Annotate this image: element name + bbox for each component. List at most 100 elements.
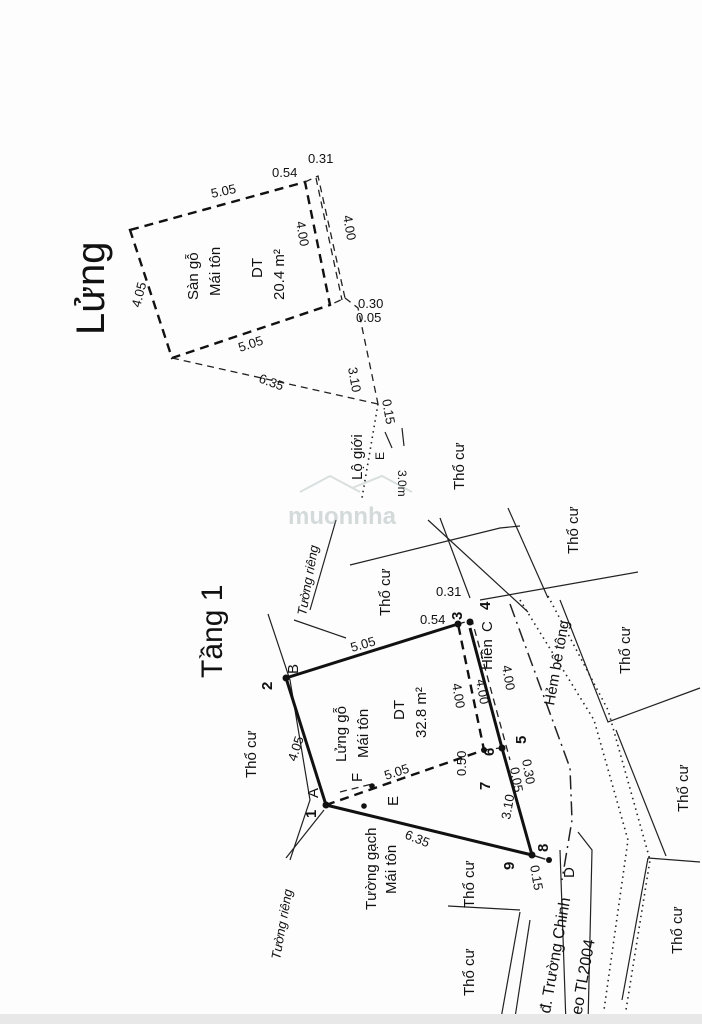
t1-area-value: 32.8 m² — [413, 687, 430, 738]
tho-cu-2: Thổ cư — [565, 506, 582, 554]
neighbor-line-4 — [439, 517, 471, 599]
vertex-E — [361, 803, 367, 809]
neighbor-line-8 — [647, 857, 701, 863]
vertex-4 — [466, 618, 474, 626]
t1-dim-s2: 0.30 — [519, 758, 538, 786]
tho-cu-9: Thổ cư — [461, 948, 478, 996]
point-7: 7 — [477, 782, 494, 790]
vertex-F — [369, 783, 375, 789]
point-9: 9 — [501, 862, 518, 870]
vertex-8 — [528, 851, 536, 859]
lung-dim-seg: 3.10 — [345, 366, 364, 394]
lung-outline — [128, 180, 332, 360]
hem-be-tong-label: Hẻm bê tông — [541, 619, 573, 707]
watermark-logo: muonnha — [288, 474, 413, 530]
lung-lo-gioi-tick — [384, 431, 393, 449]
tuong-rieng-line-1 — [267, 613, 311, 861]
neighbor-line-1 — [349, 525, 521, 566]
neighbor-line-12 — [513, 919, 531, 1024]
lung-lo-gioi-arrow — [401, 427, 405, 447]
lung-seg — [344, 297, 379, 405]
vertex-2 — [282, 674, 290, 682]
lung-dim-diag: 6.35 — [257, 371, 286, 394]
neighbor-line-11 — [499, 911, 521, 1024]
t1-dim-right2: 4.00 — [473, 678, 492, 706]
vertex-1 — [322, 801, 330, 809]
vertex-3 — [454, 620, 462, 628]
tang1-plan: Tầng 1 2 B 1 A 3 4 C 5 6 7 8 9 D F E 5.0… — [196, 584, 578, 910]
lung-dim-right: 4.00 — [293, 220, 312, 248]
boundary-1-8 — [325, 803, 533, 857]
house-roof-icon — [299, 474, 413, 493]
alley-edge-1 — [519, 599, 629, 1011]
heading-lung: Lửng — [69, 241, 113, 335]
point-4: 4 — [477, 601, 494, 610]
lung-dim-small1: 0.30 — [358, 296, 383, 311]
tuong-rieng-label-1: Tường riêng — [294, 543, 321, 616]
road-curb-1 — [577, 831, 593, 1024]
lung-dim-end: 0.15 — [379, 398, 398, 426]
lung-plan: Lửng 5.05 4.05 5.05 4.00 4.00 0.54 0.31 … — [69, 151, 409, 499]
watermark-text: muonnha — [288, 503, 397, 530]
parcel-context-lines — [267, 507, 701, 1024]
lo-gioi-value: 3.0m — [395, 470, 409, 497]
tuong-rieng-line-4 — [285, 809, 325, 859]
tho-cu-4: Thổ cư — [617, 626, 634, 674]
point-B: B — [285, 664, 302, 674]
point-E: E — [385, 796, 402, 806]
tho-cu-1: Thổ cư — [451, 442, 468, 490]
boundary-1-2-3 — [284, 622, 459, 806]
t1-area-label: DT — [391, 700, 408, 720]
vertex-D — [546, 857, 552, 863]
lung-area-value: 20.4 m² — [271, 249, 288, 300]
tho-cu-8: Thổ cư — [669, 906, 686, 954]
neighbor-line-6 — [559, 599, 701, 723]
tuong-rieng-line-2 — [309, 519, 337, 611]
tho-cu-3: Thổ cư — [377, 568, 394, 616]
point-F: F — [349, 773, 366, 782]
tho-cu-7: Thổ cư — [461, 860, 478, 908]
neighbor-line-7 — [615, 729, 667, 857]
point-6: 6 — [481, 748, 498, 756]
lung-dim-right2: 4.00 — [340, 214, 359, 242]
point-5: 5 — [513, 736, 530, 744]
t1-dim-c1: 0.54 — [420, 612, 445, 627]
t1-dim-mid: 5.05 — [382, 761, 411, 783]
brick-wall-label: Tường gạch — [363, 828, 380, 910]
neighbor-line-3 — [507, 507, 549, 599]
vertex-5 — [498, 744, 506, 752]
neighbor-line-10 — [447, 905, 521, 911]
t1-dim-right1: 4.00 — [449, 682, 468, 710]
brick-roof-label: Mái tôn — [383, 845, 400, 894]
tho-cu-labels: Thổ cư Thổ cư Thổ cư Thổ cư Thổ cư Thổ c… — [243, 442, 692, 996]
point-1: 1 — [303, 810, 320, 818]
road-label: đ. Trường Chinh — [537, 896, 574, 1014]
lung-dim-bottom: 5.05 — [236, 333, 265, 355]
point-3: 3 — [449, 612, 466, 620]
neighbor-line-2 — [427, 519, 529, 613]
bottom-strip — [0, 1014, 702, 1024]
lo-gioi-mark: E — [373, 452, 387, 460]
lung-floor-label: Sàn gỗ — [185, 252, 202, 300]
lo-gioi-label: Lộ giới — [349, 434, 366, 480]
t1-mezz-label: Lửng gỗ — [333, 706, 350, 762]
road-label-2: heo TL2004 — [567, 938, 599, 1024]
heading-tang1: Tầng 1 — [196, 585, 229, 678]
tuong-rieng-label-2: Tường riêng — [268, 887, 295, 960]
point-2: 2 — [259, 682, 276, 690]
t1-dim-s3: 0.05 — [507, 766, 526, 794]
t1-dim-right3: 4.00 — [499, 664, 518, 692]
lung-area-label: DT — [249, 258, 266, 278]
t1-dim-left: 4.05 — [285, 734, 307, 763]
road-and-alley — [509, 595, 651, 1024]
t1-dim-c2: 0.31 — [436, 584, 461, 599]
lung-step — [304, 175, 346, 306]
point-A: A — [305, 788, 322, 798]
lung-dim-left: 4.05 — [128, 280, 149, 308]
neighbor-line-9 — [621, 857, 649, 1001]
lung-dim-corner2: 0.31 — [308, 151, 333, 166]
t1-dim-end: 0.15 — [527, 864, 546, 892]
inner-EF — [339, 783, 373, 793]
lung-dim-corner1: 0.54 — [272, 165, 297, 180]
